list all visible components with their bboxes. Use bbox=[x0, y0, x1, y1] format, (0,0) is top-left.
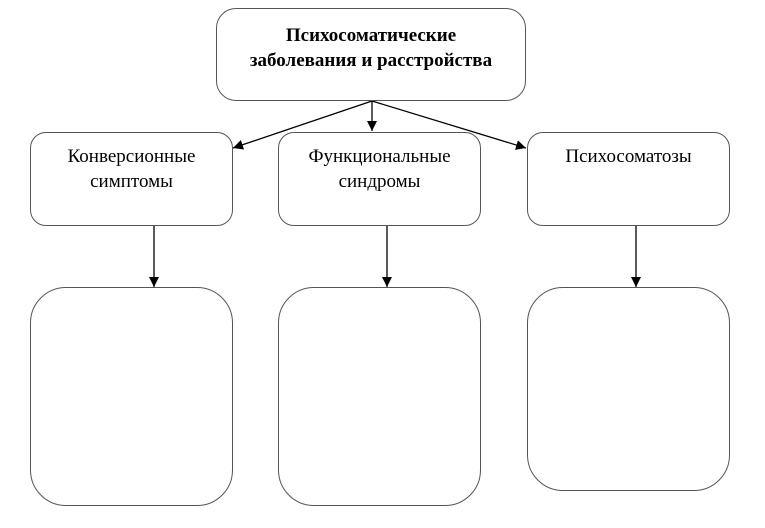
category-node-functional: Функциональные синдромы bbox=[278, 132, 481, 226]
arrow-root-to-conversion bbox=[232, 100, 373, 150]
category-label-line2: симптомы bbox=[90, 171, 173, 192]
detail-node-psychosomatoses bbox=[527, 287, 730, 491]
detail-node-functional bbox=[278, 287, 481, 506]
category-label-line2: синдромы bbox=[338, 171, 421, 192]
root-node: Психосоматические заболевания и расстрой… bbox=[216, 8, 526, 101]
category-node-psychosomatoses: Психосоматозы bbox=[527, 132, 730, 226]
category-label-line1: Функциональные bbox=[308, 146, 451, 167]
arrow-root-to-psychosomatoses bbox=[371, 100, 527, 150]
category-label-line1: Конверсионные bbox=[67, 146, 196, 167]
category-label-line1: Психосоматозы bbox=[565, 146, 692, 167]
category-node-conversion: Конверсионные симптомы bbox=[30, 132, 233, 226]
detail-node-conversion bbox=[30, 287, 233, 506]
root-node-line1: Психосоматические bbox=[285, 25, 457, 46]
root-node-line2: заболевания и расстройства bbox=[249, 50, 493, 71]
